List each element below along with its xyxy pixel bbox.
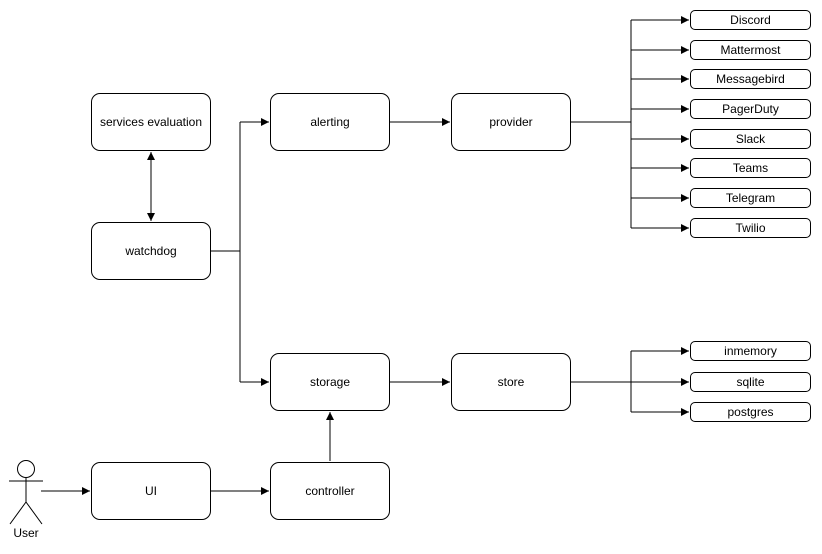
node-store-inmemory: inmemory (690, 341, 811, 361)
node-controller: controller (270, 462, 390, 520)
node-services-evaluation: services evaluation (91, 93, 211, 151)
edge-provider-trunk (571, 20, 632, 228)
node-label: provider (489, 114, 533, 129)
node-provider-messagebird: Messagebird (690, 69, 811, 89)
node-label: Twilio (735, 221, 766, 235)
node-store-sqlite: sqlite (690, 372, 811, 392)
node-label: store (497, 374, 525, 389)
node-label: Discord (730, 13, 771, 27)
node-label: storage (309, 374, 351, 389)
node-provider: provider (451, 93, 571, 151)
node-label: controller (305, 483, 355, 498)
node-provider-pagerduty: PagerDuty (690, 99, 811, 119)
node-label: inmemory (724, 344, 777, 358)
node-label: Telegram (725, 191, 776, 205)
node-label: services evaluation (99, 114, 203, 129)
node-provider-telegram: Telegram (690, 188, 811, 208)
node-alerting: alerting (270, 93, 390, 151)
node-provider-slack: Slack (690, 129, 811, 149)
node-label: UI (145, 483, 157, 498)
node-label: postgres (727, 405, 774, 419)
node-storage: storage (270, 353, 390, 411)
node-label: watchdog (125, 243, 177, 258)
node-provider-mattermost: Mattermost (690, 40, 811, 60)
user-actor-label: User (13, 526, 39, 540)
node-ui: UI (91, 462, 211, 520)
user-actor-icon (9, 460, 43, 525)
node-label: Teams (732, 161, 769, 175)
node-label: Mattermost (720, 43, 781, 57)
node-watchdog: watchdog (91, 222, 211, 280)
edge-watchdog-trunk (211, 122, 241, 382)
node-store-postgres: postgres (690, 402, 811, 422)
node-store: store (451, 353, 571, 411)
node-label: Messagebird (716, 72, 785, 86)
node-label: sqlite (736, 375, 765, 389)
node-label: PagerDuty (722, 102, 779, 116)
node-label: Slack (735, 132, 766, 146)
diagram-edges (41, 16, 689, 495)
node-label: alerting (310, 114, 350, 129)
node-provider-twilio: Twilio (690, 218, 811, 238)
node-provider-teams: Teams (690, 158, 811, 178)
node-provider-discord: Discord (690, 10, 811, 30)
edge-store-trunk (571, 351, 632, 412)
